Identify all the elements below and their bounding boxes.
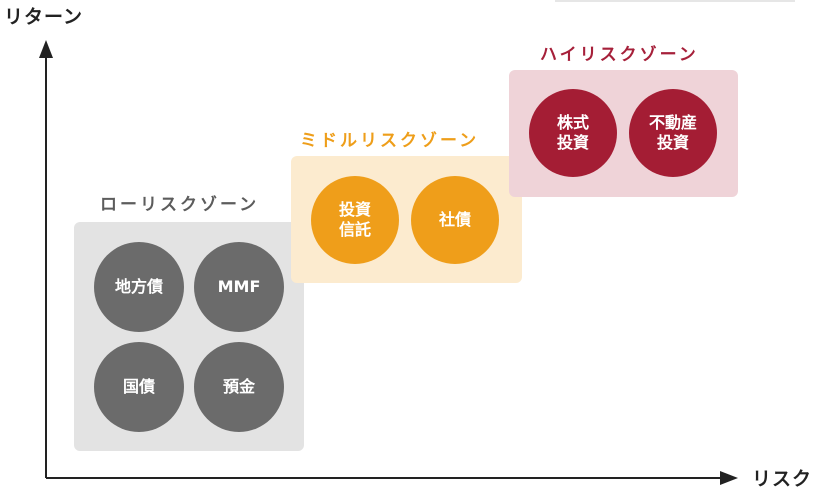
bubble-mmf: MMF (194, 242, 284, 332)
bubble-chihousai: 地方債 (94, 242, 184, 332)
y-axis-label: リターン (4, 6, 84, 28)
y-axis-arrow (39, 40, 53, 58)
x-axis-label: リスク (752, 468, 813, 490)
x-axis-arrow (720, 471, 738, 485)
mid-risk-zone-title: ミドルリスクゾーン (300, 131, 480, 151)
high-risk-zone-title: ハイリスクゾーン (540, 45, 699, 65)
low-risk-zone-title: ローリスクゾーン (100, 195, 260, 215)
bubble-fudousan-toushi: 不動産 投資 (629, 89, 717, 177)
top-divider (555, 0, 795, 2)
bubble-kokusai: 国債 (94, 342, 184, 432)
bubble-yokin: 預金 (194, 342, 284, 432)
bubble-toushi-shintaku: 投資 信託 (311, 176, 399, 264)
bubble-shasai: 社債 (411, 176, 499, 264)
bubble-kabushiki-toushi: 株式 投資 (529, 89, 617, 177)
